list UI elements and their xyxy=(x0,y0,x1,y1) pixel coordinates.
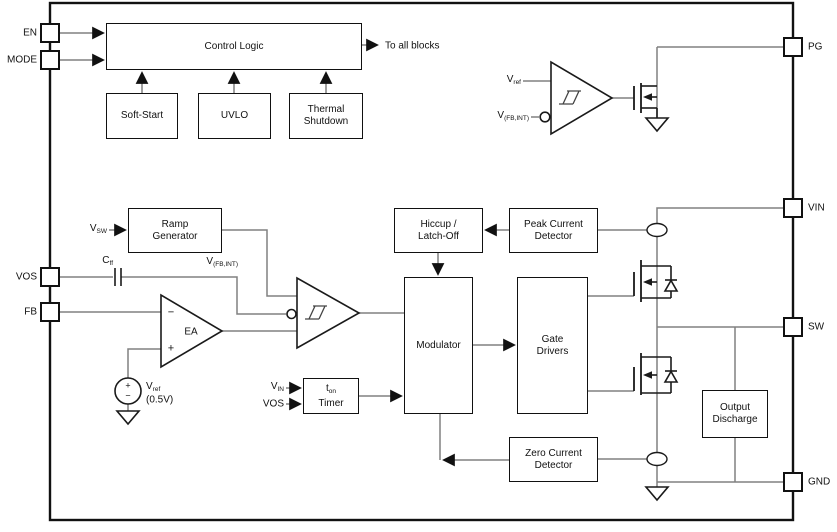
cff-label: Cff xyxy=(102,255,113,269)
output-discharge-label-line2: Discharge xyxy=(712,414,758,425)
pin-gnd xyxy=(783,472,803,492)
pin-pg-label: PG xyxy=(808,41,823,53)
block-gate-drivers: Gate Drivers xyxy=(517,277,588,414)
vin-timer-label: VIN xyxy=(271,381,284,395)
ramp-generator-label-line1: Ramp xyxy=(161,218,189,230)
control-logic-label: Control Logic xyxy=(204,40,264,52)
block-ramp-generator: Ramp Generator xyxy=(128,208,222,253)
pin-vin xyxy=(783,198,803,218)
zero-current-label-line1: Zero Current xyxy=(525,447,582,459)
ton-sub: on xyxy=(328,387,336,395)
pg-comparator xyxy=(539,60,614,136)
output-discharge-label-line1: Output xyxy=(719,402,751,413)
ground-icon-pg xyxy=(644,117,670,133)
zero-current-label-line2: Detector xyxy=(534,459,573,471)
peak-current-label-line2: Detector xyxy=(534,230,573,242)
chip-boundary xyxy=(48,1,795,522)
pin-vos xyxy=(40,267,60,287)
low-side-mosfet xyxy=(633,353,679,395)
vref-source xyxy=(114,377,142,405)
thermal-shutdown-label-line2: Shutdown xyxy=(303,116,349,127)
soft-start-label: Soft-Start xyxy=(120,110,164,121)
block-zero-current-detector: Zero Current Detector xyxy=(509,437,598,482)
vref-src-base: V xyxy=(146,381,153,392)
gate-drivers-label-line2: Drivers xyxy=(536,345,569,357)
vref-source-value: (0.5V) xyxy=(146,394,174,406)
pin-fb xyxy=(40,302,60,322)
feedforward-capacitor xyxy=(114,268,122,286)
source-minus-sign: − xyxy=(125,390,131,401)
to-all-blocks-label: To all blocks xyxy=(385,40,440,52)
pg-mosfet xyxy=(633,83,658,118)
hiccup-label-line2: Latch-Off xyxy=(418,230,459,242)
vin-timer-sub: IN xyxy=(277,386,285,393)
vin-timer-base: V xyxy=(270,381,278,392)
gate-drivers-label-line1: Gate xyxy=(541,333,564,345)
vref-cmp-base: V xyxy=(506,74,514,85)
block-soft-start: Soft-Start xyxy=(106,93,178,139)
vfbint-wire-label: V(FB,INT) xyxy=(206,256,238,270)
pin-pg xyxy=(783,37,803,57)
source-plus-sign: + xyxy=(125,380,131,391)
ground-icon-vref xyxy=(115,410,141,426)
vos-timer-label: VOS xyxy=(262,398,284,410)
block-ton-timer: ton Timer xyxy=(303,378,359,414)
peak-current-sense-ellipse xyxy=(646,222,668,238)
vfbint-base: V xyxy=(206,256,214,267)
vfbint-sub: (FB,INT) xyxy=(213,261,238,268)
zero-current-sense-ellipse xyxy=(646,451,668,467)
modulator-label: Modulator xyxy=(416,339,461,351)
pin-fb-label: FB xyxy=(24,306,37,318)
vref-source-label: Vref xyxy=(146,381,160,395)
block-hiccup-latch-off: Hiccup / Latch-Off xyxy=(394,208,483,253)
pin-vos-label: VOS xyxy=(15,271,37,283)
pin-en xyxy=(40,23,60,43)
thermal-shutdown-label-line1: Thermal xyxy=(307,104,345,115)
block-uvlo: UVLO xyxy=(198,93,271,139)
hysteresis-comparator xyxy=(286,276,361,350)
cff-base: C xyxy=(102,255,110,266)
vfb-cmp-sub: (FB,INT) xyxy=(504,115,529,122)
ton-base: t xyxy=(325,382,329,394)
ea-plus-sign: + xyxy=(167,342,175,355)
ea-label: EA xyxy=(184,326,198,338)
ea-minus-sign: − xyxy=(167,306,175,319)
vref-src-sub: ref xyxy=(152,386,161,393)
block-modulator: Modulator xyxy=(404,277,473,414)
block-peak-current-detector: Peak Current Detector xyxy=(509,208,598,253)
ton-timer-label-line1: ton xyxy=(326,383,336,398)
hiccup-label-line1: Hiccup / xyxy=(420,218,457,230)
pin-sw xyxy=(783,317,803,337)
ramp-generator-label-line2: Generator xyxy=(152,230,198,242)
vfbint-comparator-label: V(FB,INT) xyxy=(497,110,529,124)
ground-icon-power xyxy=(644,486,670,502)
vfb-cmp-base: V xyxy=(497,110,505,121)
ea-opamp xyxy=(160,293,224,369)
block-control-logic: Control Logic xyxy=(106,23,362,70)
block-thermal-shutdown: Thermal Shutdown xyxy=(289,93,363,139)
cff-sub: ff xyxy=(109,260,114,267)
pin-en-label: EN xyxy=(23,27,37,39)
high-side-mosfet xyxy=(633,260,679,302)
vref-comparator-label: Vref xyxy=(507,74,521,88)
ton-timer-label-line2: Timer xyxy=(318,397,344,409)
vsw-sub: SW xyxy=(96,228,107,235)
wires xyxy=(60,26,783,487)
pin-sw-label: SW xyxy=(808,321,825,333)
uvlo-label: UVLO xyxy=(220,110,249,121)
block-output-discharge: Output Discharge xyxy=(702,390,768,438)
pin-vin-label: VIN xyxy=(808,202,825,214)
pin-gnd-label: GND xyxy=(808,476,831,488)
components xyxy=(114,60,679,502)
vref-cmp-sub: ref xyxy=(513,79,521,86)
vsw-label: VSW xyxy=(90,223,107,237)
pin-mode xyxy=(40,50,60,70)
vsw-base: V xyxy=(89,223,97,234)
pin-mode-label: MODE xyxy=(7,54,37,66)
peak-current-label-line1: Peak Current xyxy=(524,218,583,230)
